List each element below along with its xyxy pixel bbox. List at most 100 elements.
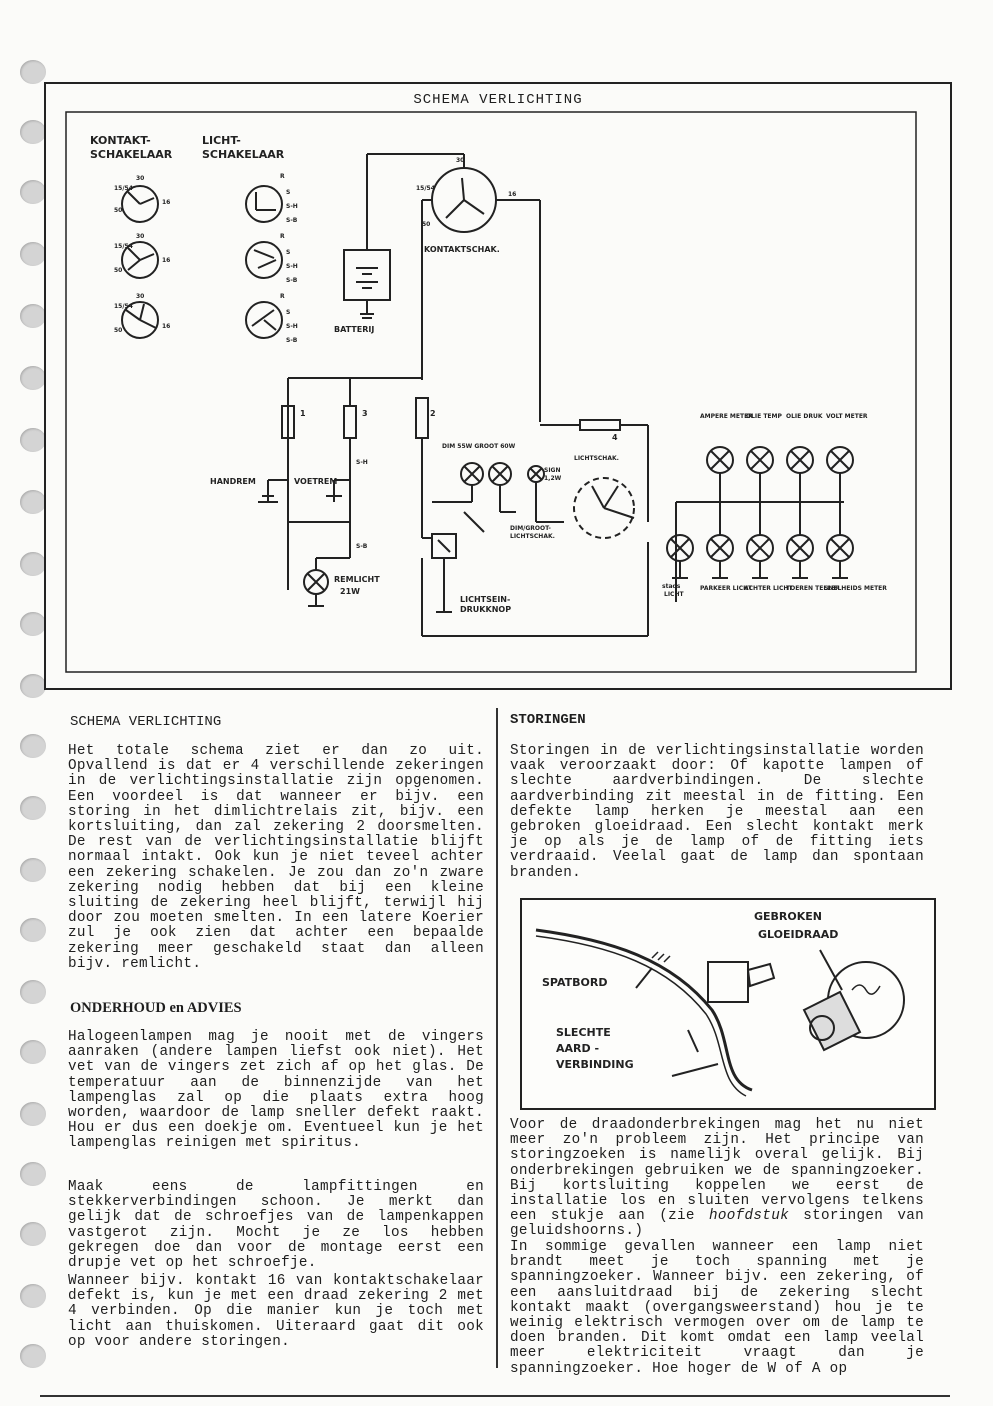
ls3-term-r: R <box>280 293 285 300</box>
binder-hole <box>20 1162 46 1186</box>
instrument-lamps <box>666 446 854 602</box>
sw3-term-50: 50 <box>114 327 122 334</box>
sw-term-50: 50 <box>114 207 122 214</box>
fuse-2-label: 2 <box>430 409 436 418</box>
binder-hole <box>20 428 46 452</box>
sw2-term-50: 50 <box>114 267 122 274</box>
ls-term-r: R <box>280 173 285 180</box>
bottom-rule <box>40 1395 950 1397</box>
voetrem-label: VOETREM <box>294 477 337 486</box>
binder-hole <box>20 242 46 266</box>
lichtschakelaar-dial <box>573 477 635 539</box>
panel-label-olie-temp: OLIE TEMP <box>746 413 783 420</box>
binder-hole <box>20 552 46 576</box>
binder-hole <box>20 858 46 882</box>
paragraph-kontakt16: Wanneer bijv. kontakt 16 van kontaktscha… <box>68 1273 484 1350</box>
ls2-term-r: R <box>280 233 285 240</box>
panel-label-snelheids: SNELHEIDS METER <box>824 585 887 592</box>
ls3-term-s: S <box>286 309 290 316</box>
illus-gebroken: GEBROKEN <box>754 910 822 923</box>
illus-verbinding: VERBINDING <box>556 1058 634 1071</box>
panel-label-parkeer: PARKEER LICHT <box>700 585 753 592</box>
binder-hole <box>20 612 46 636</box>
ls-term-sb: S-B <box>286 217 298 224</box>
sign-label: SIGN <box>544 467 561 474</box>
panel-label-toeren: TOEREN TELLER <box>786 585 840 592</box>
binder-hole <box>20 490 46 514</box>
wiring-diagram-frame: SCHEMA VERLICHTING <box>44 82 952 690</box>
binder-hole <box>20 674 46 698</box>
kontakt-schakelaar-label-2: SCHAKELAAR <box>90 148 173 161</box>
binder-hole <box>20 1284 46 1308</box>
binder-hole <box>20 1040 46 1064</box>
binder-hole <box>20 734 46 758</box>
panel-label-achter: ACHTER LICHT <box>744 585 793 592</box>
remlicht-watt: 21W <box>340 587 360 596</box>
draad-text-italic: hoofdstuk <box>709 1208 789 1225</box>
sign-watt: 1,2W <box>544 475 562 482</box>
sw-term-30: 30 <box>136 175 144 182</box>
illus-aard: AARD - <box>556 1042 599 1055</box>
ls-term-s: S <box>286 189 290 196</box>
section-heading-storingen: STORINGEN <box>510 712 586 728</box>
sw-term-1554: 15/54 <box>114 185 133 192</box>
draad-text-1: Voor de draadonderbrekingen mag het nu n… <box>510 1117 924 1225</box>
binder-hole <box>20 180 46 204</box>
paragraph-spanningzoeker: In sommige gevallen wanneer een lamp nie… <box>510 1239 924 1377</box>
lamp-illustration-drawing: GEBROKEN GLOEIDRAAD SPATBORD SLECHTE AAR… <box>535 910 905 1097</box>
lichtsein-label-1: LICHTSEIN- <box>460 595 510 604</box>
binder-hole <box>20 120 46 144</box>
stads-licht-label: LICHT <box>664 591 684 598</box>
binder-hole <box>20 1344 46 1368</box>
batterij-label: BATTERIJ <box>334 325 374 334</box>
sw2-term-16: 16 <box>162 257 170 264</box>
fuse-wiring <box>258 377 649 637</box>
ls-term-sh: S-H <box>286 203 298 210</box>
section-heading-onderhoud: ONDERHOUD en ADVIES <box>70 1000 242 1016</box>
paragraph-halogeen: Halogeenlampen mag je nooit met de vinge… <box>68 1029 484 1152</box>
fuse-1-label: 1 <box>300 409 306 418</box>
paragraph-lampfittingen: Maak eens de lampfittingen en stekkerver… <box>68 1179 484 1272</box>
binder-hole <box>20 366 46 390</box>
binder-hole <box>20 918 46 942</box>
column-divider <box>496 708 498 1368</box>
sb-label: S-B <box>356 543 368 550</box>
kontakt-schakelaar-label-1: KONTAKT- <box>90 134 151 147</box>
fuse-4-label: 4 <box>612 433 618 442</box>
illus-slechte: SLECHTE <box>556 1026 611 1039</box>
ls3-term-sh: S-H <box>286 323 298 330</box>
paragraph-storingen: Storingen in de verlichtingsinstallatie … <box>510 743 924 881</box>
ls2-term-s: S <box>286 249 290 256</box>
remlicht-label: REMLICHT <box>334 575 380 584</box>
ls3-term-sb: S-B <box>286 337 298 344</box>
lamp-illustration: GEBROKEN GLOEIDRAAD SPATBORD SLECHTE AAR… <box>520 898 936 1110</box>
licht-schakelaar-label-1: LICHT- <box>202 134 241 147</box>
licht-switch-positions <box>245 185 283 339</box>
sw2-term-1554: 15/54 <box>114 243 133 250</box>
wiring-diagram: KONTAKT- SCHAKELAAR LICHT- SCHAKELAAR 15… <box>65 111 917 673</box>
paragraph-draadonderbreking: Voor de draadonderbrekingen mag het nu n… <box>510 1117 924 1240</box>
licht-schakelaar-label-2: SCHAKELAAR <box>202 148 285 161</box>
sw2-term-30: 30 <box>136 233 144 240</box>
kontakt-switch-positions <box>121 185 159 339</box>
diagram-title: SCHEMA VERLICHTING <box>413 92 583 108</box>
battery-symbol <box>343 232 391 319</box>
binder-hole <box>20 980 46 1004</box>
kontaktschakelaar-symbol <box>366 153 541 422</box>
handrem-label: HANDREM <box>210 477 256 486</box>
paragraph-schema: Het totale schema ziet er dan zo uit. Op… <box>68 743 484 972</box>
ks-term-1554: 15/54 <box>416 185 435 192</box>
illus-gloeidraad: GLOEIDRAAD <box>758 928 838 941</box>
binder-hole <box>20 304 46 328</box>
panel-label-olie-druk: OLIE DRUK <box>786 413 823 420</box>
binder-hole <box>20 1102 46 1126</box>
binder-hole <box>20 60 46 84</box>
sh-label: S-H <box>356 459 368 466</box>
dim-groot-lichtschak-label-2: LICHTSCHAK. <box>510 533 555 540</box>
fuse-3-label: 3 <box>362 409 368 418</box>
headlamp-group <box>431 462 649 613</box>
ks-term-50: 50 <box>422 221 430 228</box>
sw-term-16: 16 <box>162 199 170 206</box>
panel-label-ampere: AMPERE METER <box>700 413 753 420</box>
sw3-term-16: 16 <box>162 323 170 330</box>
